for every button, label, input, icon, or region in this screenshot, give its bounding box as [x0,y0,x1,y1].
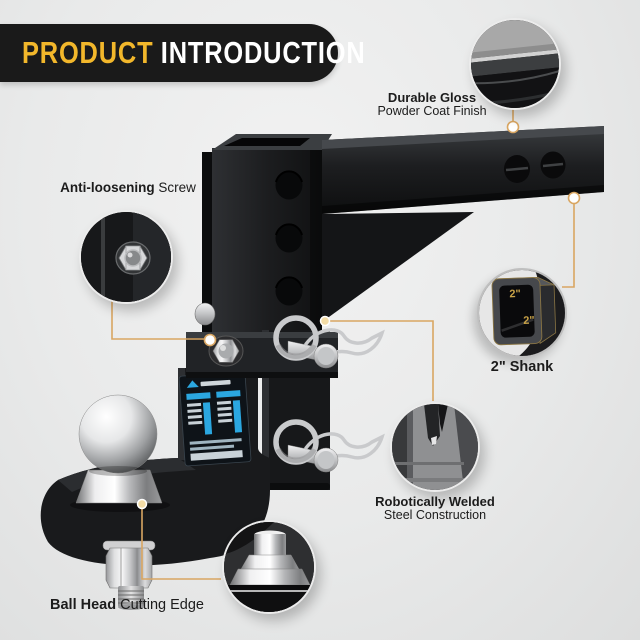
receiver-tube [202,134,332,334]
shank-cross-section-thumbnail: 2" 2" [477,268,567,358]
ball-head-thumbnail [222,520,316,614]
anti-loosening-screw-label-bold: Anti-loosening [60,180,155,195]
gloss-finish-thumbnail [469,18,561,110]
hitch-pin-lower [273,419,385,473]
anti-loosening-screw [208,335,244,367]
page-title-rest: INTRODUCTION [160,35,366,70]
shank-dim-top: 2" [509,288,521,300]
anti-loosening-screw-label-rest: Screw [158,180,196,195]
weld-detail-thumbnail [390,402,480,492]
hitch-pin-upper [273,315,385,369]
weld-label: Robotically Welded Steel Construction [375,495,495,522]
gloss-finish-label-title: Durable Gloss [387,90,477,105]
page-title-accent: PRODUCT [22,35,154,70]
weld-label-subtitle: Steel Construction [383,507,487,522]
gloss-finish-label-subtitle: Powder Coat Finish [377,103,487,118]
shank-beam [322,126,604,214]
shank-label: 2" Shank [490,359,554,375]
anti-loosening-screw-label: Anti-loosening Screw [60,180,196,195]
ball-head-label: Ball Head Cutting Edge [50,597,204,613]
ball-head-label-rest: Cutting Edge [120,597,204,613]
shank-dim-inner: 2" [523,315,535,327]
weld-label-title: Robotically Welded [375,494,495,509]
spec-label [178,371,252,467]
anti-loosening-screw-thumbnail [79,210,173,304]
support-gusset [322,212,474,322]
shank-label-text: 2" Shank [490,359,554,375]
gloss-finish-label: Durable Gloss Powder Coat Finish [377,91,486,118]
ball-head-label-bold: Ball Head [50,597,117,613]
hitch-ball [70,394,170,512]
